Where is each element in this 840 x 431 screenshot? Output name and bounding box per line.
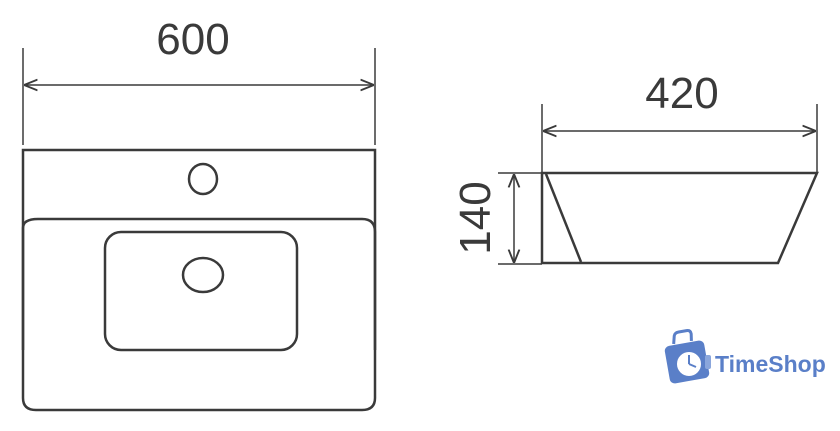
inner-bowl [103,230,299,352]
drain-hole [181,256,225,294]
width-dimension-label: 600 [156,15,229,64]
basin-outer-rim [21,217,377,412]
basin-inner-wall [544,173,583,263]
basin-back-deck-outline [21,148,377,350]
suitcase-clock-icon [664,329,711,384]
timeshop-logo: TimeShop [664,329,826,384]
brand-name: TimeShop [715,351,826,377]
side-view: 420 140 [451,69,819,265]
tap-hole [187,162,219,196]
basin-side-profile [540,171,819,265]
depth-dimension-label: 420 [645,69,718,118]
height-dimension-label: 140 [451,181,500,254]
top-view: 600 [21,15,377,412]
